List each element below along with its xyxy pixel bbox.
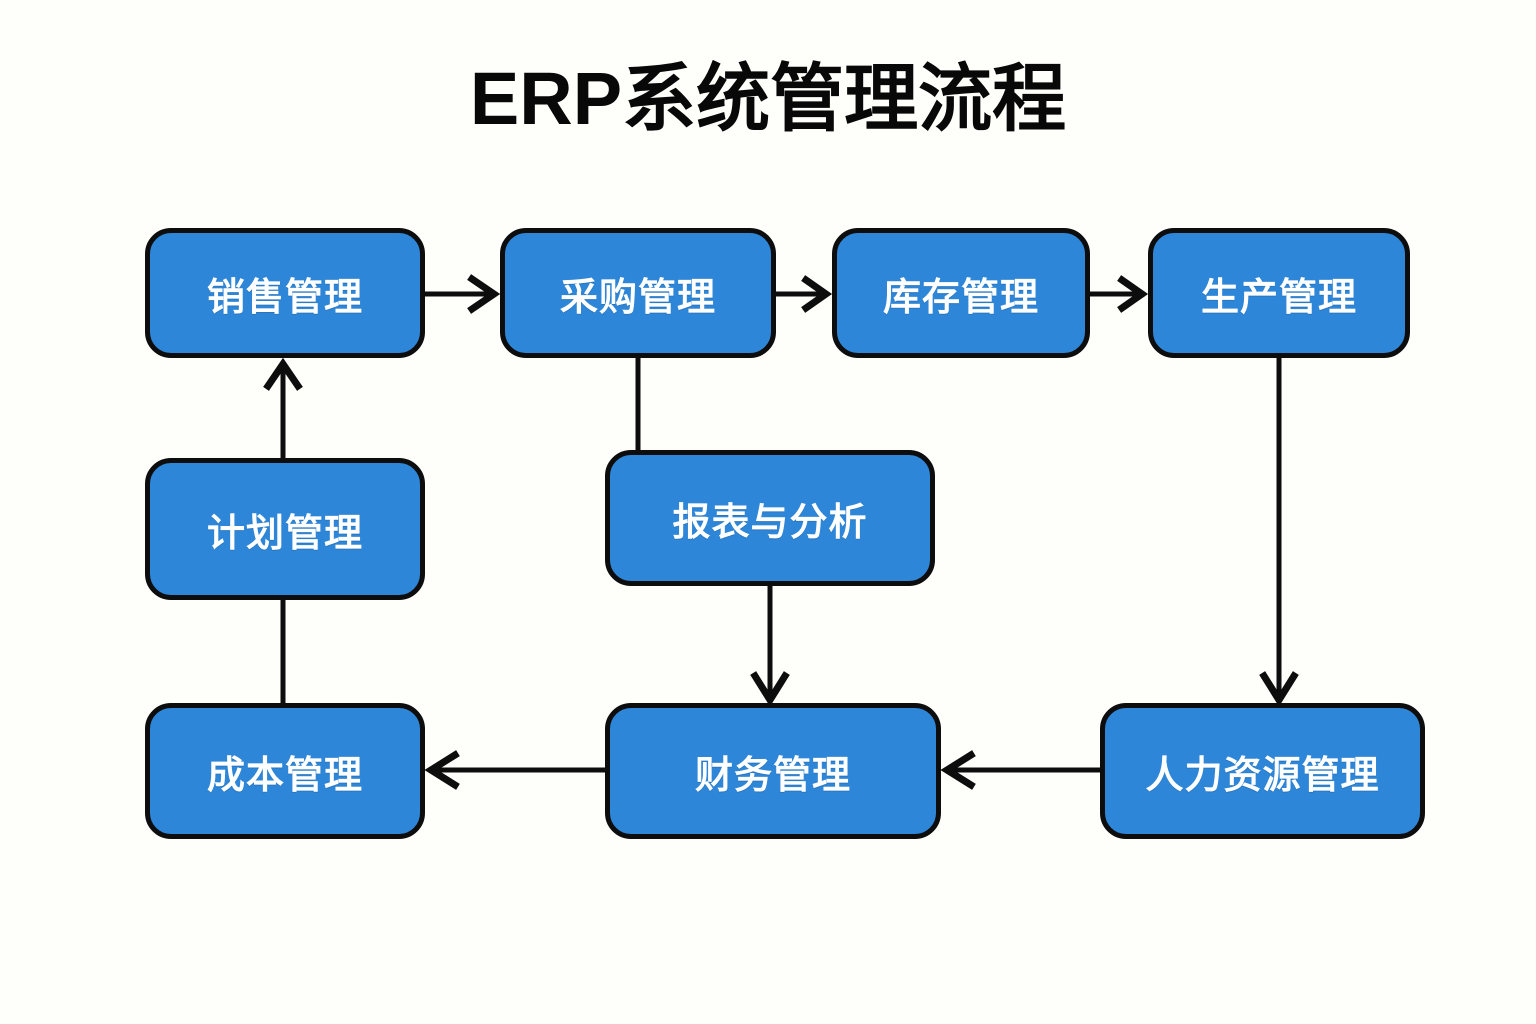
node-label-production: 生产管理 xyxy=(1200,276,1357,319)
node-inventory[interactable]: 库存管理 xyxy=(832,228,1090,358)
edge-sales-to-purchase xyxy=(425,274,501,314)
node-sales[interactable]: 销售管理 xyxy=(145,228,425,358)
node-cost[interactable]: 成本管理 xyxy=(145,703,425,839)
edge-inventory-to-production xyxy=(1090,275,1149,313)
edge-finance-to-cost xyxy=(424,750,605,790)
node-hr[interactable]: 人力资源管理 xyxy=(1100,703,1425,839)
edge-planning-to-sales xyxy=(263,357,303,458)
node-label-inventory: 库存管理 xyxy=(882,276,1039,319)
edge-purchase-to-inventory xyxy=(776,275,833,313)
node-label-hr: 人力资源管理 xyxy=(1145,754,1380,797)
node-reports[interactable]: 报表与分析 xyxy=(605,450,935,586)
node-label-finance: 财务管理 xyxy=(694,754,851,797)
node-label-planning: 计划管理 xyxy=(206,512,363,555)
page-title: ERP系统管理流程 xyxy=(469,57,1067,140)
node-label-sales: 销售管理 xyxy=(206,276,363,319)
node-planning[interactable]: 计划管理 xyxy=(145,458,425,600)
node-purchase[interactable]: 采购管理 xyxy=(500,228,776,358)
edge-reports-to-finance xyxy=(750,586,790,707)
node-label-reports: 报表与分析 xyxy=(672,501,868,544)
node-label-purchase: 采购管理 xyxy=(559,276,716,319)
edge-production-to-hr xyxy=(1259,358,1299,707)
node-finance[interactable]: 财务管理 xyxy=(605,703,941,839)
node-production[interactable]: 生产管理 xyxy=(1148,228,1410,358)
node-label-cost: 成本管理 xyxy=(206,754,363,797)
edge-hr-to-finance xyxy=(940,750,1100,790)
